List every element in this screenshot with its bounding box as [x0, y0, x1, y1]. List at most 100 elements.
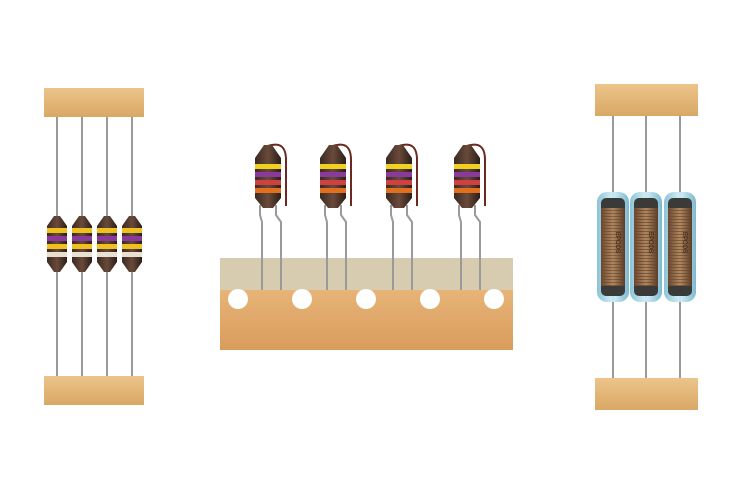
winding-line [667, 230, 693, 233]
lead-wire [324, 205, 328, 262]
lead-wire [275, 205, 282, 262]
winding-line [667, 260, 693, 263]
winding-line [667, 236, 693, 239]
color-band [122, 252, 142, 257]
color-band [255, 180, 281, 185]
lead-wire [458, 205, 462, 262]
tape-strip-top [595, 84, 698, 116]
tape-strip-bottom [44, 376, 144, 405]
winding-line [633, 218, 659, 221]
color-band [454, 164, 480, 169]
winding-line [667, 233, 693, 236]
winding-line [633, 257, 659, 260]
inductor [255, 143, 287, 262]
winding-line [600, 239, 626, 242]
winding-line [600, 221, 626, 224]
winding-line [600, 248, 626, 251]
choke: EPCOS [597, 192, 629, 302]
choke: EPCOS [664, 192, 696, 302]
inductor [454, 143, 486, 262]
tape-top-band [220, 258, 513, 291]
color-band [320, 172, 346, 177]
winding-line [600, 218, 626, 221]
color-band [72, 252, 92, 257]
color-band [47, 228, 67, 233]
winding-line [667, 212, 693, 215]
winding-line [633, 275, 659, 278]
winding-line [600, 269, 626, 272]
winding-line [633, 248, 659, 251]
color-band [97, 236, 117, 241]
winding-line [667, 221, 693, 224]
winding-line [600, 266, 626, 269]
winding-line [633, 212, 659, 215]
winding-line [600, 233, 626, 236]
color-band [255, 164, 281, 169]
sprocket-hole [228, 289, 248, 309]
winding-line [633, 266, 659, 269]
lead-wire [474, 205, 481, 262]
winding-line [600, 263, 626, 266]
winding-line [633, 227, 659, 230]
radial-taped-inductors [220, 143, 513, 350]
color-band [47, 252, 67, 257]
marking-text: EPCOS [647, 232, 653, 253]
axial-choke-taped: EPCOS EPCOS EPCOS [595, 84, 698, 410]
winding-line [633, 242, 659, 245]
inductor [72, 216, 92, 272]
sprocket-hole [292, 289, 312, 309]
winding-line [667, 239, 693, 242]
winding-line [600, 278, 626, 281]
winding-line [633, 245, 659, 248]
choke: EPCOS [630, 192, 662, 302]
color-band [320, 164, 346, 169]
winding-line [633, 284, 659, 287]
color-band [122, 228, 142, 233]
tape-strip-bottom [595, 378, 698, 410]
color-band [454, 172, 480, 177]
winding-line [633, 260, 659, 263]
sprocket-hole [356, 289, 376, 309]
color-band [122, 244, 142, 249]
winding-line [600, 236, 626, 239]
winding-line [600, 281, 626, 284]
color-band [255, 172, 281, 177]
winding-line [667, 209, 693, 212]
winding-line [667, 254, 693, 257]
winding-line [633, 263, 659, 266]
winding-line [667, 251, 693, 254]
color-band [320, 188, 346, 193]
color-band [72, 244, 92, 249]
winding-line [667, 215, 693, 218]
winding-line [667, 269, 693, 272]
color-band [72, 228, 92, 233]
winding-line [600, 227, 626, 230]
sprocket-hole [420, 289, 440, 309]
winding-line [667, 266, 693, 269]
winding-line [667, 257, 693, 260]
winding-line [633, 281, 659, 284]
winding-line [600, 284, 626, 287]
winding-line [667, 281, 693, 284]
winding-line [667, 218, 693, 221]
inductor [320, 143, 352, 262]
color-band [386, 180, 412, 185]
winding-line [600, 242, 626, 245]
winding-line [667, 242, 693, 245]
winding-line [667, 272, 693, 275]
winding-line [600, 257, 626, 260]
winding-line [633, 254, 659, 257]
winding-line [633, 278, 659, 281]
winding-line [633, 233, 659, 236]
winding-line [633, 224, 659, 227]
winding-line [667, 224, 693, 227]
axial-taped-inductors [44, 88, 144, 405]
color-band [97, 228, 117, 233]
color-band [454, 180, 480, 185]
winding-line [667, 227, 693, 230]
winding-line [633, 269, 659, 272]
winding-line [667, 245, 693, 248]
lead-wire [340, 205, 347, 262]
winding-line [667, 278, 693, 281]
